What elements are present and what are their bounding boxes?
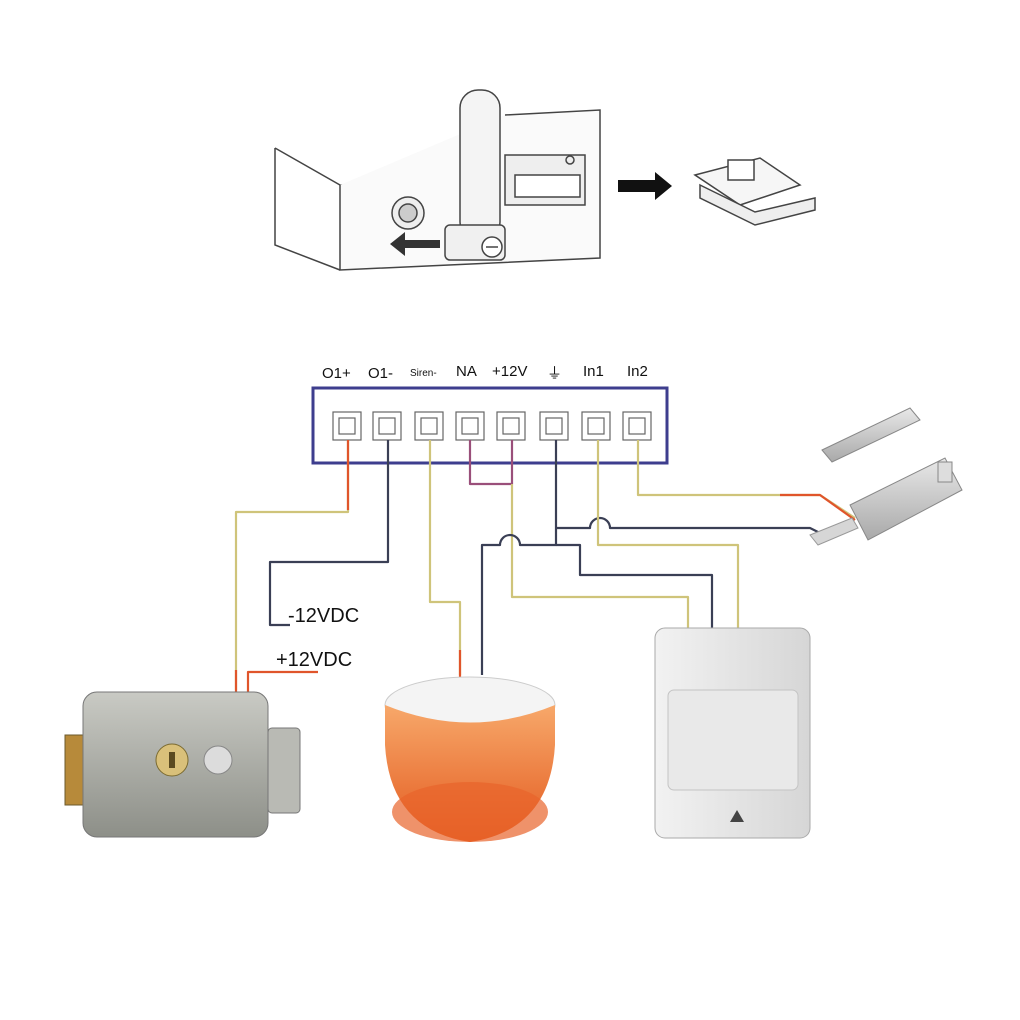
wire-ground	[480, 440, 558, 675]
label-na: NA	[456, 363, 477, 380]
insert-arrow-icon	[390, 232, 440, 256]
label-o1-minus: O1-	[368, 365, 393, 382]
terminal-labels: O1+ O1- Siren- NA +12V ⏚ In1 In2	[322, 363, 648, 382]
wire-in2	[636, 440, 856, 519]
label-in2: In2	[627, 363, 648, 380]
pir-sensor-icon	[654, 627, 811, 839]
wire-siren-minus	[428, 440, 462, 675]
terminal-screw-head	[378, 417, 396, 435]
module-box-side	[274, 148, 341, 271]
terminal-screw-head	[545, 417, 563, 435]
wire-12v-pir	[510, 484, 690, 628]
label-o1-plus: O1+	[322, 365, 351, 382]
electric-lock-icon	[64, 691, 301, 838]
led-indicator	[565, 155, 575, 165]
wire-jumper-na-12v	[468, 440, 514, 486]
label-plus-12vdc: +12VDC	[276, 649, 352, 671]
label-minus-12vdc: -12VDC	[288, 605, 359, 627]
sim-tray-icon	[699, 183, 816, 226]
terminal-block	[311, 386, 669, 465]
wires	[234, 440, 856, 695]
label-siren: Siren-	[410, 368, 437, 379]
ground-icon: ⏚	[547, 365, 562, 382]
terminal-screw-head	[420, 417, 438, 435]
terminal-screw-head	[628, 417, 646, 435]
terminal-screw-head	[587, 417, 605, 435]
antenna-icon	[459, 89, 501, 241]
siren-icon	[384, 676, 556, 842]
terminal-screw-head	[502, 417, 520, 435]
terminal-screw-head	[461, 417, 479, 435]
terminal-screw-head	[338, 417, 356, 435]
wire-in1	[596, 440, 740, 628]
wire-plus-12vdc	[246, 670, 318, 695]
gsm-module-illustration	[274, 89, 816, 271]
label-12v: +12V	[492, 363, 527, 380]
arrow-right-icon	[618, 172, 672, 200]
label-in1: In1	[583, 363, 604, 380]
sim-tray	[514, 174, 581, 198]
wire-o1-minus	[268, 440, 390, 627]
door-contact-icon	[809, 407, 963, 546]
